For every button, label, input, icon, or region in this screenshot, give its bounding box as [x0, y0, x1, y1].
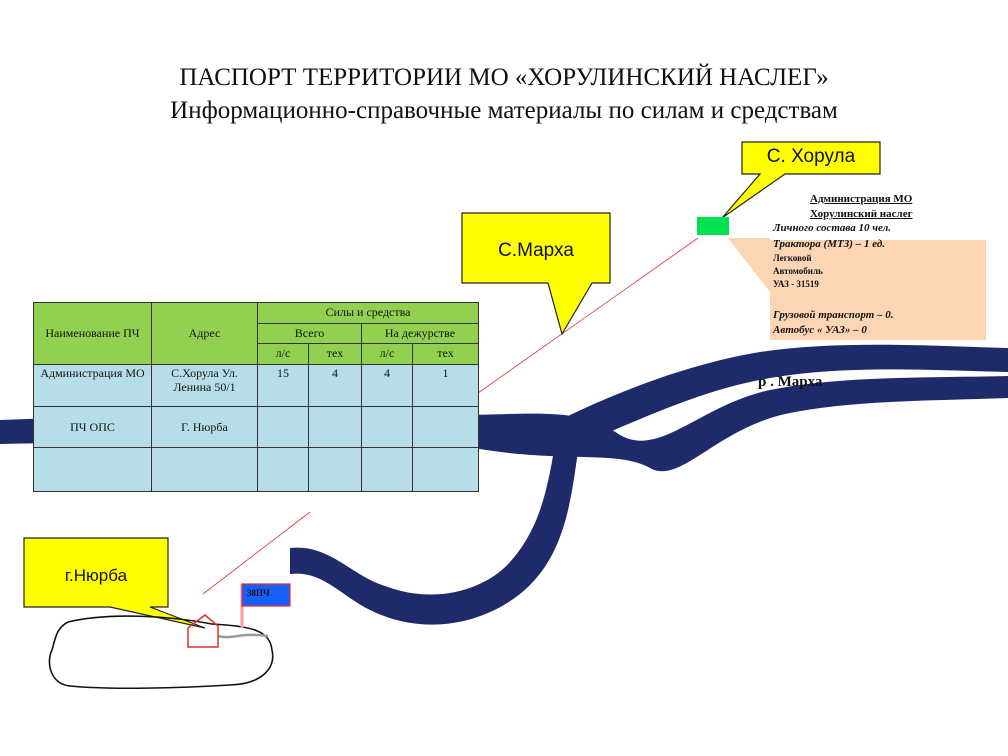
table-row: ПЧ ОПС Г. Нюрба — [33, 406, 479, 448]
road — [217, 633, 269, 639]
info-truck: Грузовой транспорт – 0. — [773, 309, 894, 321]
header-ps-duty: л/с — [361, 343, 413, 365]
cell-total-ps — [257, 447, 309, 492]
header-tech-total: тех — [308, 343, 362, 365]
khorula-marker — [697, 217, 729, 235]
info-tractor: Трактора (МТЗ) – 1 ед. — [773, 238, 886, 250]
river-bend — [290, 418, 584, 625]
page-subtitle: Информационно-справочные материалы по си… — [170, 97, 838, 124]
cell-duty-tech — [412, 447, 479, 492]
forces-table: Наименование ПЧ Адрес Силы и средства Вс… — [33, 302, 479, 492]
cell-name: ПЧ ОПС — [33, 406, 152, 448]
river-upper — [560, 344, 1008, 440]
cell-total-ps — [257, 406, 309, 448]
flag-icon — [241, 583, 291, 607]
header-total: Всего — [257, 323, 362, 344]
locator-line-khorula — [477, 237, 699, 394]
table-row — [33, 447, 479, 492]
info-org-line2: Хорулинский наслег — [810, 208, 913, 220]
callout-markha — [461, 212, 611, 336]
info-car-line1: Легковой — [773, 253, 812, 263]
info-staff: Личного состава 10 чел. — [773, 222, 892, 234]
cell-duty-ps — [361, 406, 413, 448]
callout-khorula — [721, 141, 881, 219]
cell-total-tech: 4 — [308, 364, 362, 407]
cell-address — [151, 447, 258, 492]
header-name: Наименование ПЧ — [33, 302, 152, 365]
cell-duty-ps — [361, 447, 413, 492]
table-row: Администрация МО С.Хорула Ул. Ленина 50/… — [33, 364, 479, 407]
callout-label-nyurba: г.Нюрба — [64, 566, 128, 585]
cell-address: С.Хорула Ул. Ленина 50/1 — [151, 364, 258, 407]
cell-duty-tech: 1 — [412, 364, 479, 407]
header-tech-duty: тех — [412, 343, 479, 365]
callout-label-khorula: С. Хорула — [766, 146, 856, 167]
callout-nyurba — [23, 537, 206, 629]
nyurba-town-outline — [48, 615, 274, 690]
river-label: р . Марха — [758, 374, 823, 390]
header-forces: Силы и средства — [257, 302, 479, 324]
cell-total-tech — [308, 447, 362, 492]
cell-duty-tech — [412, 406, 479, 448]
page-title: ПАСПОРТ ТЕРРИТОРИИ МО «ХОРУЛИНСКИЙ НАСЛЕ… — [179, 64, 829, 91]
cell-name: Администрация МО — [33, 364, 152, 407]
callout-label-markha: С.Марха — [498, 240, 574, 261]
cell-name — [33, 447, 152, 492]
header-on-duty: На дежурстве — [361, 323, 479, 344]
flag-label: 38ПЧ — [247, 588, 270, 598]
header-address: Адрес — [151, 302, 258, 365]
cell-duty-ps: 4 — [361, 364, 413, 407]
cell-total-tech — [308, 406, 362, 448]
info-car-line2: Автомобиль — [773, 266, 823, 276]
cell-address: Г. Нюрба — [151, 406, 258, 448]
info-org-line1: Администрация МО — [810, 193, 913, 205]
info-bus: Автобус « УАЗ» – 0 — [773, 324, 867, 336]
locator-line-nyurba — [202, 511, 311, 595]
info-box — [728, 238, 986, 340]
cell-total-ps: 15 — [257, 364, 309, 407]
info-car-line3: УАЗ - 31519 — [773, 279, 819, 289]
header-ps-total: л/с — [257, 343, 309, 365]
river-markha — [0, 376, 1008, 472]
fire-station-icon — [187, 614, 219, 648]
